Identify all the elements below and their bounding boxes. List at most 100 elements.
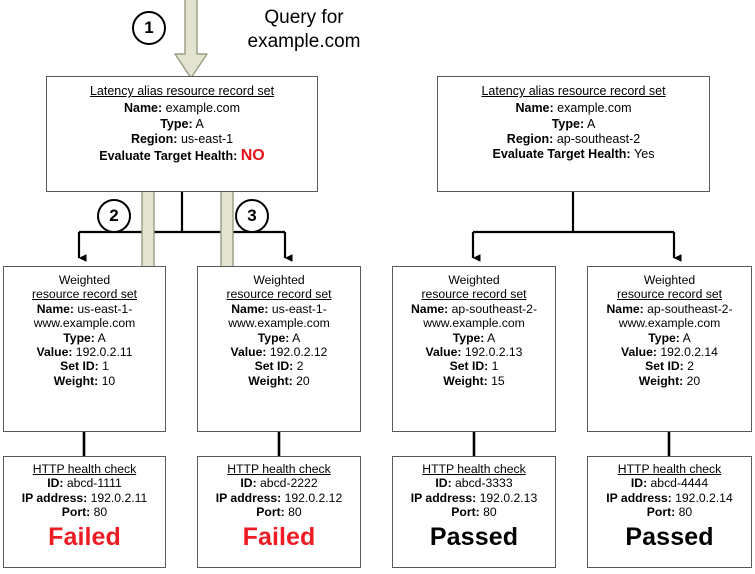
health-check-box-2[interactable]: HTTP health check ID: abcd-2222 IP addre…: [197, 456, 361, 568]
name-value-line1: ap-southeast-2-: [451, 301, 538, 316]
name-label: Name:: [606, 301, 644, 316]
healthcheck-ip-row: IP address: 192.0.2.11: [4, 491, 165, 505]
status-badge: Passed: [625, 522, 714, 551]
box-title-line1: Weighted: [643, 273, 696, 287]
healthcheck-port-row: Port: 80: [588, 505, 751, 519]
value-label: Value:: [621, 344, 657, 359]
setid-value: 1: [102, 359, 109, 374]
name-value-line2: www.example.com: [228, 316, 330, 331]
box-title-line2: resource record set: [421, 287, 527, 302]
weighted-record-box-2[interactable]: Weighted resource record set Name: us-ea…: [197, 266, 361, 432]
name-value-line2: www.example.com: [33, 316, 136, 331]
box-title: HTTP health check: [617, 462, 722, 476]
healthcheck-id-row: ID: abcd-2222: [198, 476, 360, 490]
healthcheck-port-row: Port: 80: [4, 505, 165, 519]
eth-label: Evaluate Target Health:: [99, 149, 238, 163]
box-title: HTTP health check: [227, 462, 331, 476]
record-type-row: Type: A: [47, 117, 317, 132]
box-title: Latency alias resource record set: [481, 84, 666, 98]
step-marker-3: 3: [235, 199, 269, 233]
query-label: Query for example.com: [209, 6, 399, 54]
record-setid-row: Set ID: 1: [393, 359, 555, 373]
id-label: ID:: [435, 476, 452, 491]
query-label-line2: example.com: [247, 30, 361, 52]
record-type-row: Type: A: [393, 331, 555, 345]
health-check-box-1[interactable]: HTTP health check ID: abcd-1111 IP addre…: [3, 456, 166, 568]
record-name-row: Name: example.com: [47, 101, 317, 116]
ip-label: IP address:: [21, 490, 88, 505]
eth-value: Yes: [634, 147, 655, 161]
record-name-row: Name: example.com: [438, 101, 709, 116]
weighted-record-box-1[interactable]: Weighted resource record set Name: us-ea…: [3, 266, 166, 432]
latency-alias-record-box-ap-southeast-2[interactable]: Latency alias resource record set Name: …: [437, 76, 710, 192]
name-value-line1: us-east-1-: [271, 301, 327, 316]
record-type-row: Type: A: [438, 117, 709, 132]
id-value: abcd-1111: [66, 476, 122, 491]
weight-label: Weight:: [638, 373, 684, 388]
setid-value: 2: [687, 359, 694, 374]
record-weight-row: Weight: 15: [393, 374, 555, 388]
record-value-row: Value: 192.0.2.14: [588, 345, 751, 359]
type-label: Type:: [160, 116, 193, 131]
healthcheck-ip-row: IP address: 192.0.2.14: [588, 491, 751, 505]
port-value: 80: [93, 505, 108, 520]
step-marker-2: 2: [97, 199, 131, 233]
name-value-line1: ap-southeast-2-: [647, 301, 733, 316]
region-value: us-east-1: [180, 132, 234, 147]
record-region-row: Region: ap-southeast-2: [438, 132, 709, 147]
latency-alias-record-box-us-east-1[interactable]: Latency alias resource record set Name: …: [46, 76, 318, 192]
record-name-row: Name: us-east-1-: [4, 302, 165, 316]
type-label: Type:: [648, 330, 680, 345]
healthcheck-port-row: Port: 80: [393, 505, 555, 519]
record-type-row: Type: A: [4, 331, 165, 345]
box-title-line2: resource record set: [226, 287, 332, 302]
type-label: Type:: [257, 330, 290, 345]
setid-value: 1: [491, 359, 499, 374]
value-label: Value:: [230, 344, 267, 359]
port-label: Port:: [61, 505, 91, 520]
id-value: abcd-2222: [260, 476, 318, 491]
setid-label: Set ID:: [449, 359, 489, 374]
record-type-row: Type: A: [198, 331, 360, 345]
eth-value: NO: [240, 147, 265, 164]
query-arrow-1: [174, 0, 208, 80]
weight-label: Weight:: [248, 373, 293, 388]
box-title-line2: resource record set: [32, 287, 137, 302]
record-weight-row: Weight: 20: [588, 374, 751, 388]
health-check-box-4[interactable]: HTTP health check ID: abcd-4444 IP addre…: [587, 456, 752, 568]
type-label: Type:: [63, 330, 95, 345]
step-number: 3: [247, 206, 257, 225]
id-value: abcd-3333: [455, 476, 513, 491]
record-setid-row: Set ID: 2: [588, 359, 751, 373]
port-value: 80: [483, 505, 497, 520]
value-label: Value:: [425, 344, 462, 359]
setid-label: Set ID:: [645, 359, 684, 374]
weight-value: 20: [296, 373, 310, 388]
region-label: Region:: [506, 132, 554, 147]
health-check-box-3[interactable]: HTTP health check ID: abcd-3333 IP addre…: [392, 456, 556, 568]
query-label-line1: Query for: [264, 7, 344, 28]
weighted-record-box-4[interactable]: Weighted resource record set Name: ap-so…: [587, 266, 752, 432]
port-label: Port:: [451, 505, 480, 520]
name-value-line2: www.example.com: [423, 316, 525, 331]
record-weight-row: Weight: 20: [198, 374, 360, 388]
weighted-record-box-3[interactable]: Weighted resource record set Name: ap-so…: [392, 266, 556, 432]
name-label: Name:: [123, 100, 163, 115]
healthcheck-id-row: ID: abcd-4444: [588, 476, 751, 490]
weight-label: Weight:: [443, 373, 488, 388]
box-title-line1: Weighted: [448, 273, 500, 287]
type-value: A: [586, 116, 596, 131]
weight-value: 10: [101, 373, 116, 388]
port-value: 80: [678, 505, 693, 520]
port-value: 80: [288, 505, 302, 520]
value-label: Value:: [36, 344, 73, 359]
box-title-line1: Weighted: [58, 273, 111, 287]
setid-value: 2: [296, 359, 304, 374]
step-marker-1: 1: [132, 11, 166, 45]
evaluate-target-health-row: Evaluate Target Health: Yes: [493, 147, 655, 161]
record-region-row: Region: us-east-1: [47, 132, 317, 147]
type-label: Type:: [551, 116, 585, 131]
name-value-line2: www.example.com: [618, 316, 721, 331]
record-value-row: Value: 192.0.2.12: [198, 345, 360, 359]
